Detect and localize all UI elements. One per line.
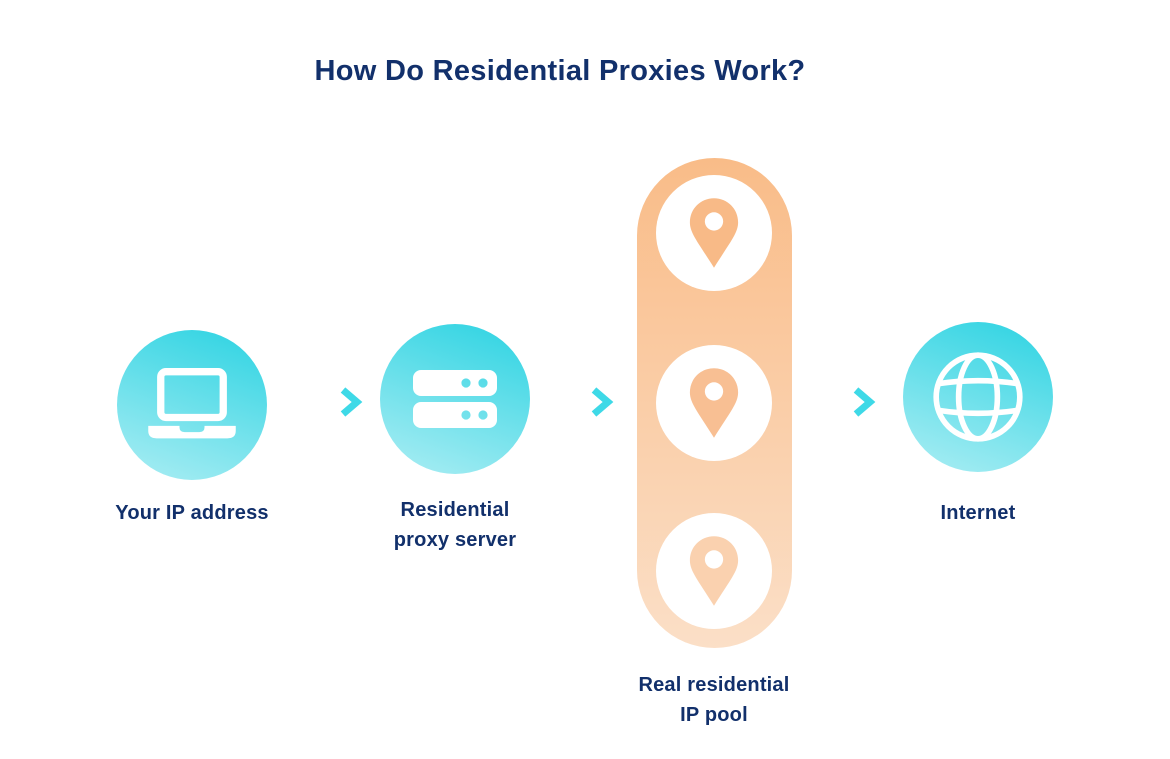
internet-label: Internet	[878, 498, 1078, 528]
ip-location-badge	[656, 175, 772, 291]
location-pin-icon	[689, 536, 739, 606]
residential-proxy-label-line2: proxy server	[393, 529, 517, 551]
internet-node	[903, 322, 1053, 472]
arrow-right-icon	[795, 387, 876, 417]
arrow-right-icon	[533, 387, 614, 417]
ip-pool-label: Real residential IP pool	[594, 670, 834, 730]
globe-icon	[933, 352, 1023, 442]
arrow-right-icon	[282, 387, 363, 417]
diagram-title: How Do Residential Proxies Work?	[314, 55, 806, 87]
residential-proxy-node	[380, 324, 530, 474]
internet-label-text: Internet	[940, 502, 1016, 524]
ip-location-badge	[656, 345, 772, 461]
your-ip-node	[117, 330, 267, 480]
residential-proxy-label: Residential proxy server	[345, 495, 565, 555]
server-icon	[413, 370, 497, 428]
your-ip-label-text: Your IP address	[115, 502, 269, 524]
your-ip-label: Your IP address	[82, 498, 302, 528]
laptop-icon	[148, 368, 236, 439]
ip-pool-label-line1: Real residential	[638, 674, 790, 696]
location-pin-icon	[689, 198, 739, 268]
residential-proxy-label-line1: Residential	[400, 499, 510, 521]
ip-pool-label-line2: IP pool	[680, 704, 748, 726]
ip-location-badge	[656, 513, 772, 629]
location-pin-icon	[689, 368, 739, 438]
